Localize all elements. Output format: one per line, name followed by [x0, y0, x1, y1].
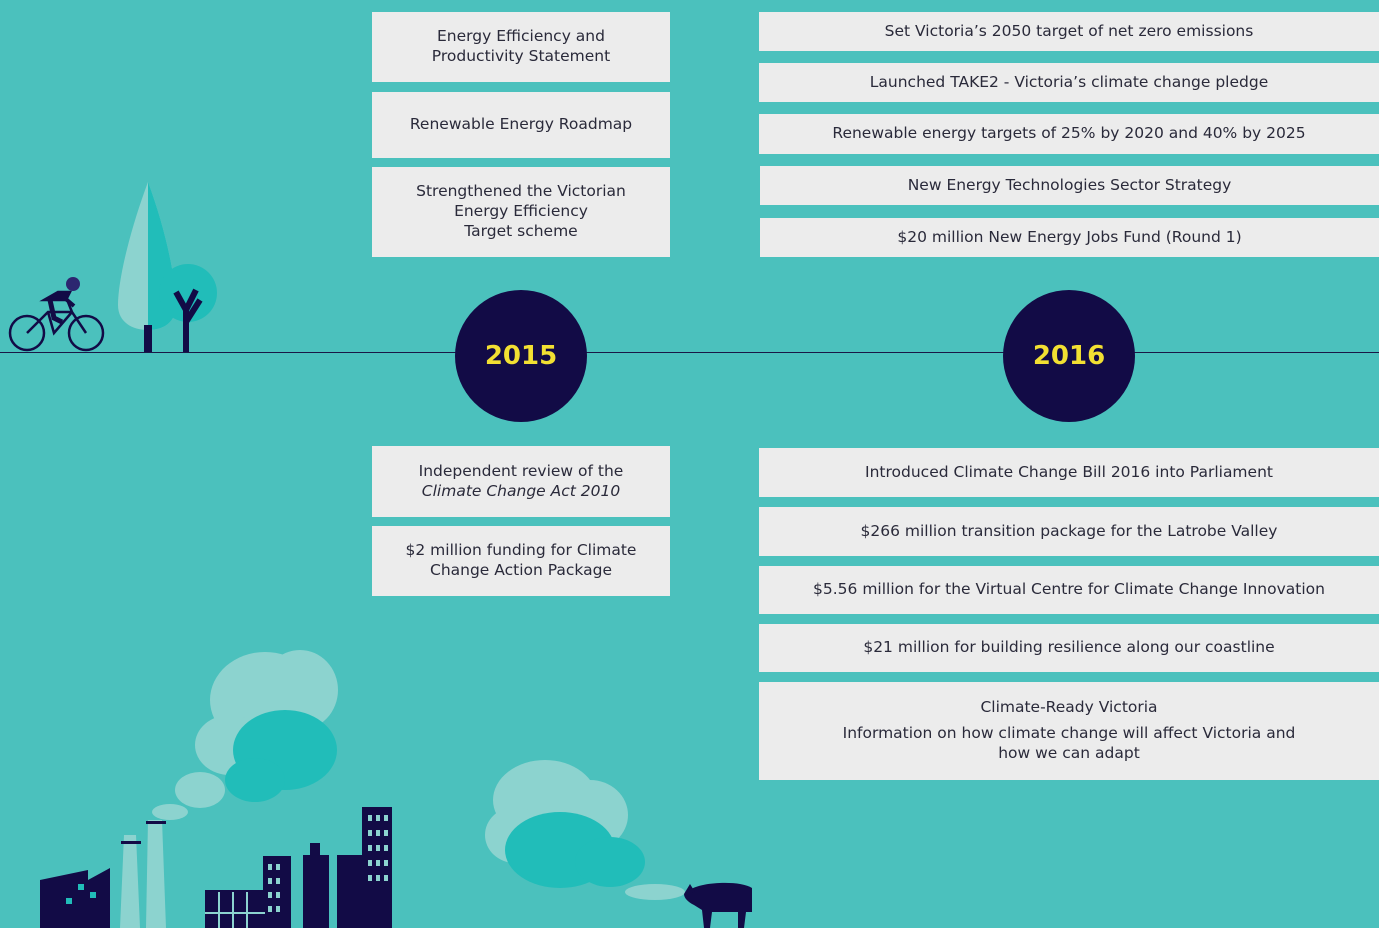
milestone-2015-renewable-roadmap: Renewable Energy Roadmap — [372, 92, 670, 158]
milestone-2015-act-review: Independent review of the Climate Change… — [372, 446, 670, 517]
milestone-text: Productivity Statement — [431, 47, 611, 65]
milestone-2015-action-package: $2 million funding for Climate Change Ac… — [372, 526, 670, 596]
milestone-2016-jobs-fund: $20 million New Energy Jobs Fund (Round … — [760, 218, 1379, 257]
year-marker-2016: 2016 — [1003, 290, 1135, 422]
milestone-italic-text: Climate Change Act 2010 — [421, 481, 621, 500]
milestone-2016-climate-bill: Introduced Climate Change Bill 2016 into… — [759, 448, 1379, 497]
year-marker-2015: 2015 — [455, 290, 587, 422]
milestone-text: Set Victoria’s 2050 target of net zero e… — [884, 21, 1254, 40]
milestone-text: Independent review of the — [418, 461, 624, 480]
milestone-2016-virtual-centre: $5.56 million for the Virtual Centre for… — [759, 566, 1379, 614]
milestone-text: Energy Efficiency — [454, 202, 588, 221]
milestone-text: Renewable energy targets of 25% by 2020 … — [832, 124, 1306, 143]
milestone-text: $266 million transition package for the … — [860, 521, 1278, 540]
milestone-2016-take2-pledge: Launched TAKE2 - Victoria’s climate chan… — [759, 63, 1379, 102]
cow-icon — [684, 882, 752, 928]
milestone-text: Renewable Energy Roadmap — [409, 115, 633, 134]
milestone-2016-new-energy-strategy: New Energy Technologies Sector Strategy — [760, 166, 1379, 205]
milestone-2015-efficiency-statement: Energy Efficiency and Productivity State… — [372, 12, 670, 82]
milestone-text: Energy Efficiency and — [437, 27, 605, 46]
milestone-text: Information on how climate change will a… — [842, 724, 1296, 743]
milestone-text: $20 million New Energy Jobs Fund (Round … — [897, 227, 1242, 246]
milestone-2016-coastline-resilience: $21 million for building resilience alon… — [759, 624, 1379, 672]
milestone-text: $5.56 million for the Virtual Centre for… — [813, 580, 1325, 599]
factory-icon — [40, 807, 392, 928]
milestone-text: Strengthened the Victorian — [416, 182, 626, 201]
milestone-text: $2 million funding for Climate — [405, 541, 637, 560]
milestone-2015-veet-scheme: Strengthened the Victorian Energy Effici… — [372, 167, 670, 257]
milestone-text: New Energy Technologies Sector Strategy — [907, 175, 1232, 194]
milestone-2016-renewable-targets: Renewable energy targets of 25% by 2020 … — [759, 114, 1379, 154]
milestone-2016-latrobe-package: $266 million transition package for the … — [759, 507, 1379, 556]
smoke-cloud-icon — [152, 650, 338, 820]
tree-icon — [118, 182, 217, 353]
timeline-line — [0, 352, 1379, 353]
milestone-title: Climate-Ready Victoria — [980, 698, 1158, 717]
milestone-text: Change Action Package — [430, 561, 612, 579]
milestone-text: Introduced Climate Change Bill 2016 into… — [865, 462, 1273, 481]
cow-cloud-icon — [485, 760, 685, 900]
milestone-text: how we can adapt — [998, 743, 1140, 762]
milestone-text: Launched TAKE2 - Victoria’s climate chan… — [869, 72, 1269, 91]
milestone-2016-climate-ready: Climate-Ready Victoria Information on ho… — [759, 682, 1379, 780]
milestone-text: $21 million for building resilience alon… — [863, 638, 1275, 657]
cyclist-icon — [8, 277, 105, 352]
milestone-2016-net-zero-target: Set Victoria’s 2050 target of net zero e… — [759, 12, 1379, 51]
milestone-text: Target scheme — [464, 221, 578, 240]
